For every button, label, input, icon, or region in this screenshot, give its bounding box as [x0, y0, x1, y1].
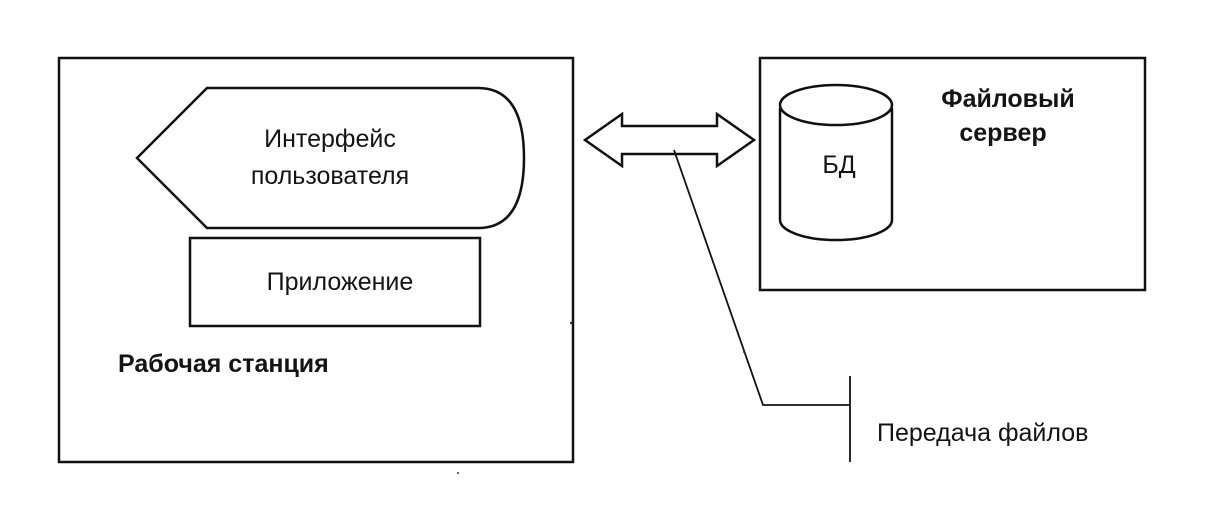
file-server: БД Файловый сервер — [758, 56, 1147, 292]
file-server-label-line1: Файловый — [941, 85, 1075, 113]
workstation-frame — [57, 56, 575, 464]
user-interface-shape — [135, 86, 526, 230]
database-top — [778, 83, 894, 127]
scan-speck — [743, 351, 745, 353]
scan-speck — [457, 472, 459, 474]
user-interface-block: Интерфейс пользователя — [135, 86, 526, 230]
workstation: Интерфейс пользователя Приложение Рабоча… — [57, 56, 575, 464]
database-label: БД — [822, 151, 855, 179]
file-server-frame — [758, 56, 1147, 292]
application-label: Приложение — [267, 268, 414, 296]
database-body — [778, 108, 894, 242]
application-block: Приложение — [188, 236, 482, 328]
file-server-label-line2: сервер — [959, 119, 1046, 147]
double-arrow — [582, 111, 757, 169]
caption-leader-line — [673, 149, 850, 406]
scan-speck — [569, 321, 573, 325]
database-cylinder: БД — [778, 83, 894, 242]
application-box — [188, 236, 482, 328]
user-interface-label-line1: Интерфейс — [264, 125, 396, 153]
user-interface-label-line2: пользователя — [251, 162, 409, 190]
file-transfer-caption: Передача файлов — [877, 419, 1088, 447]
workstation-label: Рабочая станция — [118, 350, 329, 378]
